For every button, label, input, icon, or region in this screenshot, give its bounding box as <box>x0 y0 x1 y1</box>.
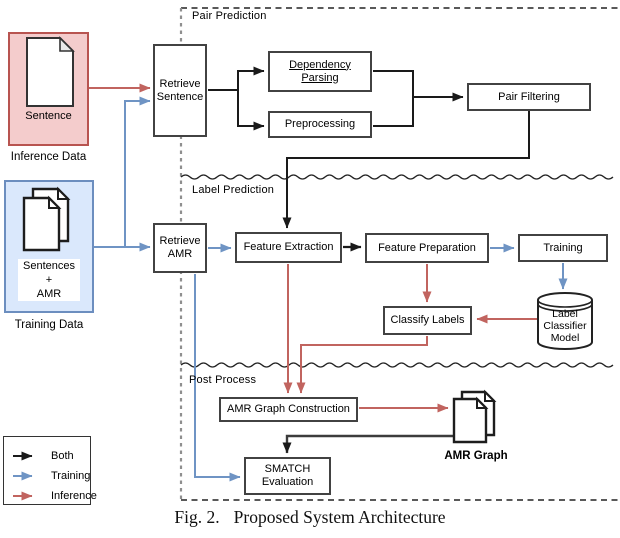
region-label-label-prediction: Label Prediction <box>192 184 275 196</box>
sentence-label: Sentence <box>25 110 72 122</box>
node-smatch-evaluation: SMATCH Evaluation <box>244 457 331 495</box>
figure-caption-number: Fig. 2. <box>174 507 220 527</box>
figure-caption: Fig. 2. Proposed System Architecture <box>0 507 620 528</box>
inference-data-caption: Inference Data <box>10 151 87 163</box>
node-preprocessing: Preprocessing <box>268 111 372 138</box>
node-feature-preparation: Feature Preparation <box>365 233 489 263</box>
legend-item-inference: Inference <box>4 486 97 506</box>
node-retrieve-amr: Retrieve AMR <box>153 223 207 273</box>
label-classifier-model-cylinder <box>537 292 593 350</box>
both-arrow-icon <box>13 451 33 461</box>
node-feature-extraction: Feature Extraction <box>235 232 342 263</box>
node-pair-filtering: Pair Filtering <box>467 83 591 111</box>
edge-trainingdata-to-retrieve-sentence <box>124 96 151 247</box>
node-retrieve-sentence: Retrieve Sentence <box>153 44 207 137</box>
region-divider-pair-label <box>180 174 614 180</box>
edge-retrieveamr-to-smatch <box>194 274 241 482</box>
amr-graph-caption: AMR Graph <box>444 450 508 462</box>
sentence-document-icon <box>26 36 75 107</box>
edge-pairfiltering-to-featext <box>282 111 530 229</box>
region-label-post-process: Post Process <box>189 374 257 386</box>
node-classify-labels: Classify Labels <box>383 306 472 335</box>
figure-caption-title: Proposed System Architecture <box>233 507 446 527</box>
legend-item-both: Both <box>4 446 90 466</box>
training-arrow-icon <box>13 471 33 481</box>
node-amr-graph-construction: AMR Graph Construction <box>219 397 358 422</box>
region-label-pair-prediction: Pair Prediction <box>192 10 267 22</box>
node-dependency-parsing: Dependency Parsing <box>268 51 372 92</box>
inference-arrow-icon <box>13 491 33 501</box>
legend-item-training: Training <box>4 466 90 486</box>
node-training: Training <box>518 234 608 262</box>
edge-retrievesentence-to-preprocessing <box>237 90 265 131</box>
region-divider-label-post <box>180 362 614 368</box>
sentences-amr-documents-icon <box>22 186 71 252</box>
sentences-amr-label: Sentences + AMR <box>18 259 80 301</box>
amr-graph-documents-icon <box>452 389 497 444</box>
legend-box: Both Training Inference <box>3 436 97 506</box>
edge-classify-to-construction <box>296 336 428 394</box>
inference-data-box <box>8 32 89 146</box>
edge-merge-dep-preprocessing <box>373 70 414 127</box>
edge-retrievesentence-to-depparsing <box>208 66 265 91</box>
node-label-classifier-model: Label Classifier Model <box>543 308 587 344</box>
edge-amrgraph-to-smatch <box>282 434 453 454</box>
training-data-caption: Training Data <box>14 319 84 331</box>
